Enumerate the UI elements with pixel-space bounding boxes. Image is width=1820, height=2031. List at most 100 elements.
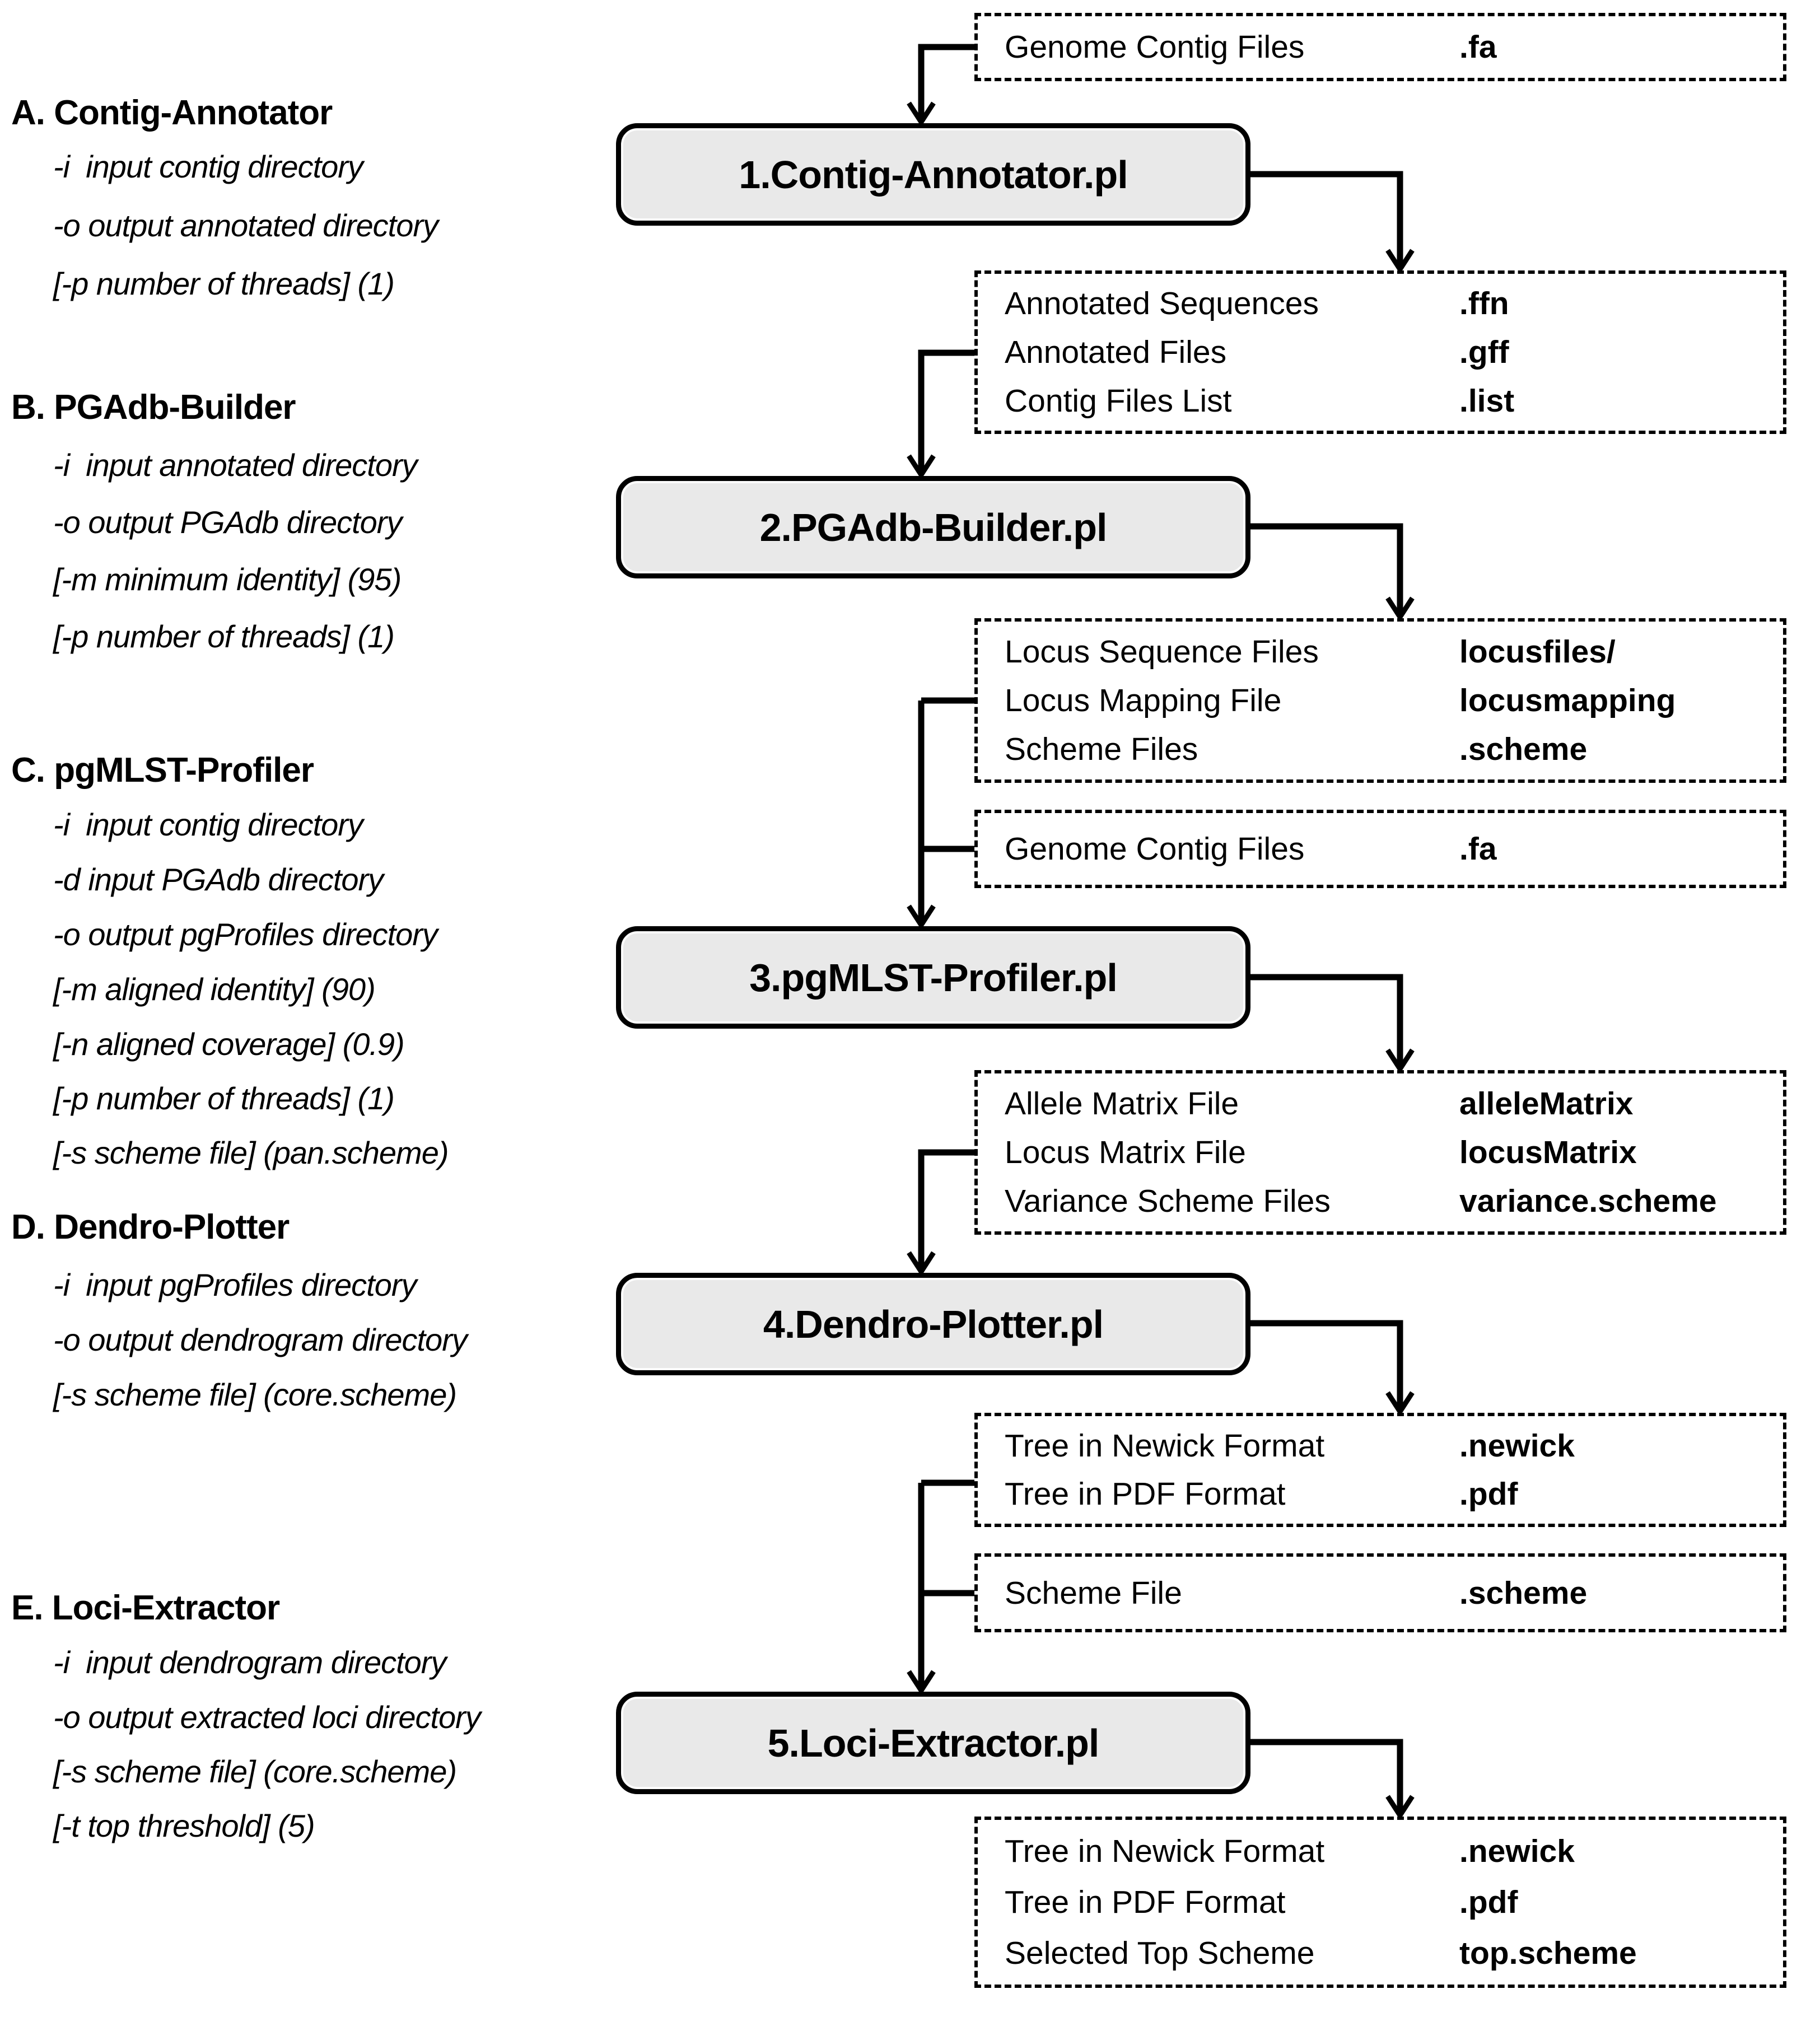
file-label: Tree in PDF Format xyxy=(1005,1884,1286,1920)
script-label: 3.pgMLST-Profiler.pl xyxy=(749,955,1118,1000)
file-row: Tree in Newick Format .newick xyxy=(978,1833,1783,1870)
file-row: Annotated Files .gff xyxy=(978,334,1783,371)
file-extension: .list xyxy=(1459,382,1515,419)
file-row: Tree in Newick Format .newick xyxy=(978,1427,1783,1464)
connector-script3-output xyxy=(1250,974,1403,1066)
connector-script5-output xyxy=(1250,1739,1403,1812)
section-heading-b: B. PGAdb-Builder xyxy=(11,388,296,427)
file-row: Locus Matrix File locusMatrix xyxy=(978,1134,1783,1171)
file-extension: locusMatrix xyxy=(1459,1134,1637,1170)
param-line: -i input dendrogram directory xyxy=(53,1645,446,1680)
arrow-down-icon xyxy=(1385,1048,1415,1074)
file-extension: alleleMatrix xyxy=(1459,1085,1634,1122)
arrow-down-icon xyxy=(907,1251,936,1277)
script-box-dendro-plotter: 4.Dendro-Plotter.pl xyxy=(616,1273,1250,1375)
file-label: Scheme Files xyxy=(1005,731,1198,768)
connector-script1-output xyxy=(1250,171,1403,266)
file-row: Tree in PDF Format .pdf xyxy=(978,1476,1783,1512)
param-line: [-p number of threads] (1) xyxy=(53,266,395,301)
arrow-down-icon xyxy=(1385,1795,1415,1820)
param-line: -d input PGAdb directory xyxy=(53,862,384,897)
param-line: [-s scheme file] (core.scheme) xyxy=(53,1377,457,1412)
arrow-down-icon xyxy=(1385,249,1415,274)
file-extension: locusmapping xyxy=(1459,682,1676,718)
file-row: Contig Files List .list xyxy=(978,382,1783,419)
file-box-profiler-output: Allele Matrix File alleleMatrix Locus Ma… xyxy=(974,1070,1786,1235)
file-extension: .newick xyxy=(1459,1833,1575,1869)
file-label: Selected Top Scheme xyxy=(1005,1935,1315,1972)
script-label: 2.PGAdb-Builder.pl xyxy=(759,505,1108,549)
file-extension: .gff xyxy=(1459,334,1509,370)
file-row: Selected Top Scheme top.scheme xyxy=(978,1935,1783,1972)
section-heading-c: C. pgMLST-Profiler xyxy=(11,751,314,790)
file-box-scheme-input: Scheme File .scheme xyxy=(974,1553,1786,1632)
connector-script2-output xyxy=(1250,523,1403,614)
param-line: [-m minimum identity] (95) xyxy=(53,562,402,597)
file-extension: .fa xyxy=(1459,29,1497,65)
script-box-contig-annotator: 1.Contig-Annotator.pl xyxy=(616,123,1250,226)
file-extension: .scheme xyxy=(1459,731,1588,768)
connector-genome-to-script1 xyxy=(918,44,974,119)
file-label: Tree in Newick Format xyxy=(1005,1428,1325,1464)
script-label: 4.Dendro-Plotter.pl xyxy=(763,1302,1104,1346)
file-row: Scheme Files .scheme xyxy=(978,731,1783,768)
file-row: Locus Mapping File locusmapping xyxy=(978,682,1783,719)
param-line: -i input contig directory xyxy=(53,807,363,842)
arrow-down-icon xyxy=(907,1670,936,1696)
param-line: [-n aligned coverage] (0.9) xyxy=(53,1026,405,1062)
param-line: -o output annotated directory xyxy=(53,208,438,243)
file-row: Variance Scheme Files variance.scheme xyxy=(978,1183,1783,1220)
file-extension: locusfiles/ xyxy=(1459,633,1616,670)
file-box-pgadb-output: Locus Sequence Files locusfiles/ Locus M… xyxy=(974,618,1786,783)
file-label: Locus Matrix File xyxy=(1005,1134,1246,1170)
file-row: Genome Contig Files .fa xyxy=(978,830,1783,867)
section-heading-a: A. Contig-Annotator xyxy=(11,94,333,132)
param-line: [-s scheme file] (core.scheme) xyxy=(53,1754,457,1789)
script-label: 5.Loci-Extractor.pl xyxy=(767,1721,1100,1765)
file-label: Tree in PDF Format xyxy=(1005,1476,1286,1512)
file-row: Genome Contig Files .fa xyxy=(978,29,1783,66)
file-label: Genome Contig Files xyxy=(1005,831,1305,867)
param-line: [-s scheme file] (pan.scheme) xyxy=(53,1135,449,1170)
param-line: -o output extracted loci directory xyxy=(53,1699,481,1735)
file-label: Locus Sequence Files xyxy=(1005,633,1319,670)
file-row: Tree in PDF Format .pdf xyxy=(978,1884,1783,1921)
param-line: -i input contig directory xyxy=(53,149,363,184)
file-extension: top.scheme xyxy=(1459,1935,1637,1972)
section-heading-e: E. Loci-Extractor xyxy=(11,1589,280,1627)
script-label: 1.Contig-Annotator.pl xyxy=(739,152,1128,197)
file-extension: .scheme xyxy=(1459,1575,1588,1611)
file-extension: .pdf xyxy=(1459,1884,1518,1920)
file-label: Allele Matrix File xyxy=(1005,1085,1239,1122)
param-line: -o output PGAdb directory xyxy=(53,505,402,540)
script-box-loci-extractor: 5.Loci-Extractor.pl xyxy=(616,1692,1250,1794)
file-box-loci-extractor-output: Tree in Newick Format .newick Tree in PD… xyxy=(974,1817,1786,1988)
connector-annotated-to-script2 xyxy=(918,349,974,471)
arrow-down-icon xyxy=(907,101,936,127)
file-label: Annotated Files xyxy=(1005,334,1227,370)
param-line: -i input pgProfiles directory xyxy=(53,1267,417,1302)
arrow-down-icon xyxy=(907,454,936,480)
section-heading-d: D. Dendro-Plotter xyxy=(11,1208,290,1246)
file-label: Annotated Sequences xyxy=(1005,286,1319,322)
param-line: -i input annotated directory xyxy=(53,447,418,483)
file-box-annotator-output: Annotated Sequences .ffn Annotated Files… xyxy=(974,270,1786,434)
param-line: -o output dendrogram directory xyxy=(53,1322,468,1357)
file-label: Scheme File xyxy=(1005,1575,1182,1611)
connector-matrix-to-script4 xyxy=(918,1149,974,1268)
file-label: Contig Files List xyxy=(1005,382,1232,419)
arrow-down-icon xyxy=(1385,1391,1415,1417)
script-box-pgadb-builder: 2.PGAdb-Builder.pl xyxy=(616,476,1250,578)
file-label: Variance Scheme Files xyxy=(1005,1183,1331,1220)
param-line: [-t top threshold] (5) xyxy=(53,1808,315,1843)
file-label: Tree in Newick Format xyxy=(1005,1833,1325,1869)
file-box-genome-contig-mid: Genome Contig Files .fa xyxy=(974,810,1786,888)
file-box-dendro-output: Tree in Newick Format .newick Tree in PD… xyxy=(974,1413,1786,1527)
script-box-pgmlst-profiler: 3.pgMLST-Profiler.pl xyxy=(616,926,1250,1029)
file-extension: variance.scheme xyxy=(1459,1183,1717,1220)
file-box-genome-contig-top: Genome Contig Files .fa xyxy=(974,13,1786,81)
arrow-down-icon xyxy=(1385,596,1415,622)
param-line: -o output pgProfiles directory xyxy=(53,917,438,952)
file-extension: .newick xyxy=(1459,1428,1575,1464)
